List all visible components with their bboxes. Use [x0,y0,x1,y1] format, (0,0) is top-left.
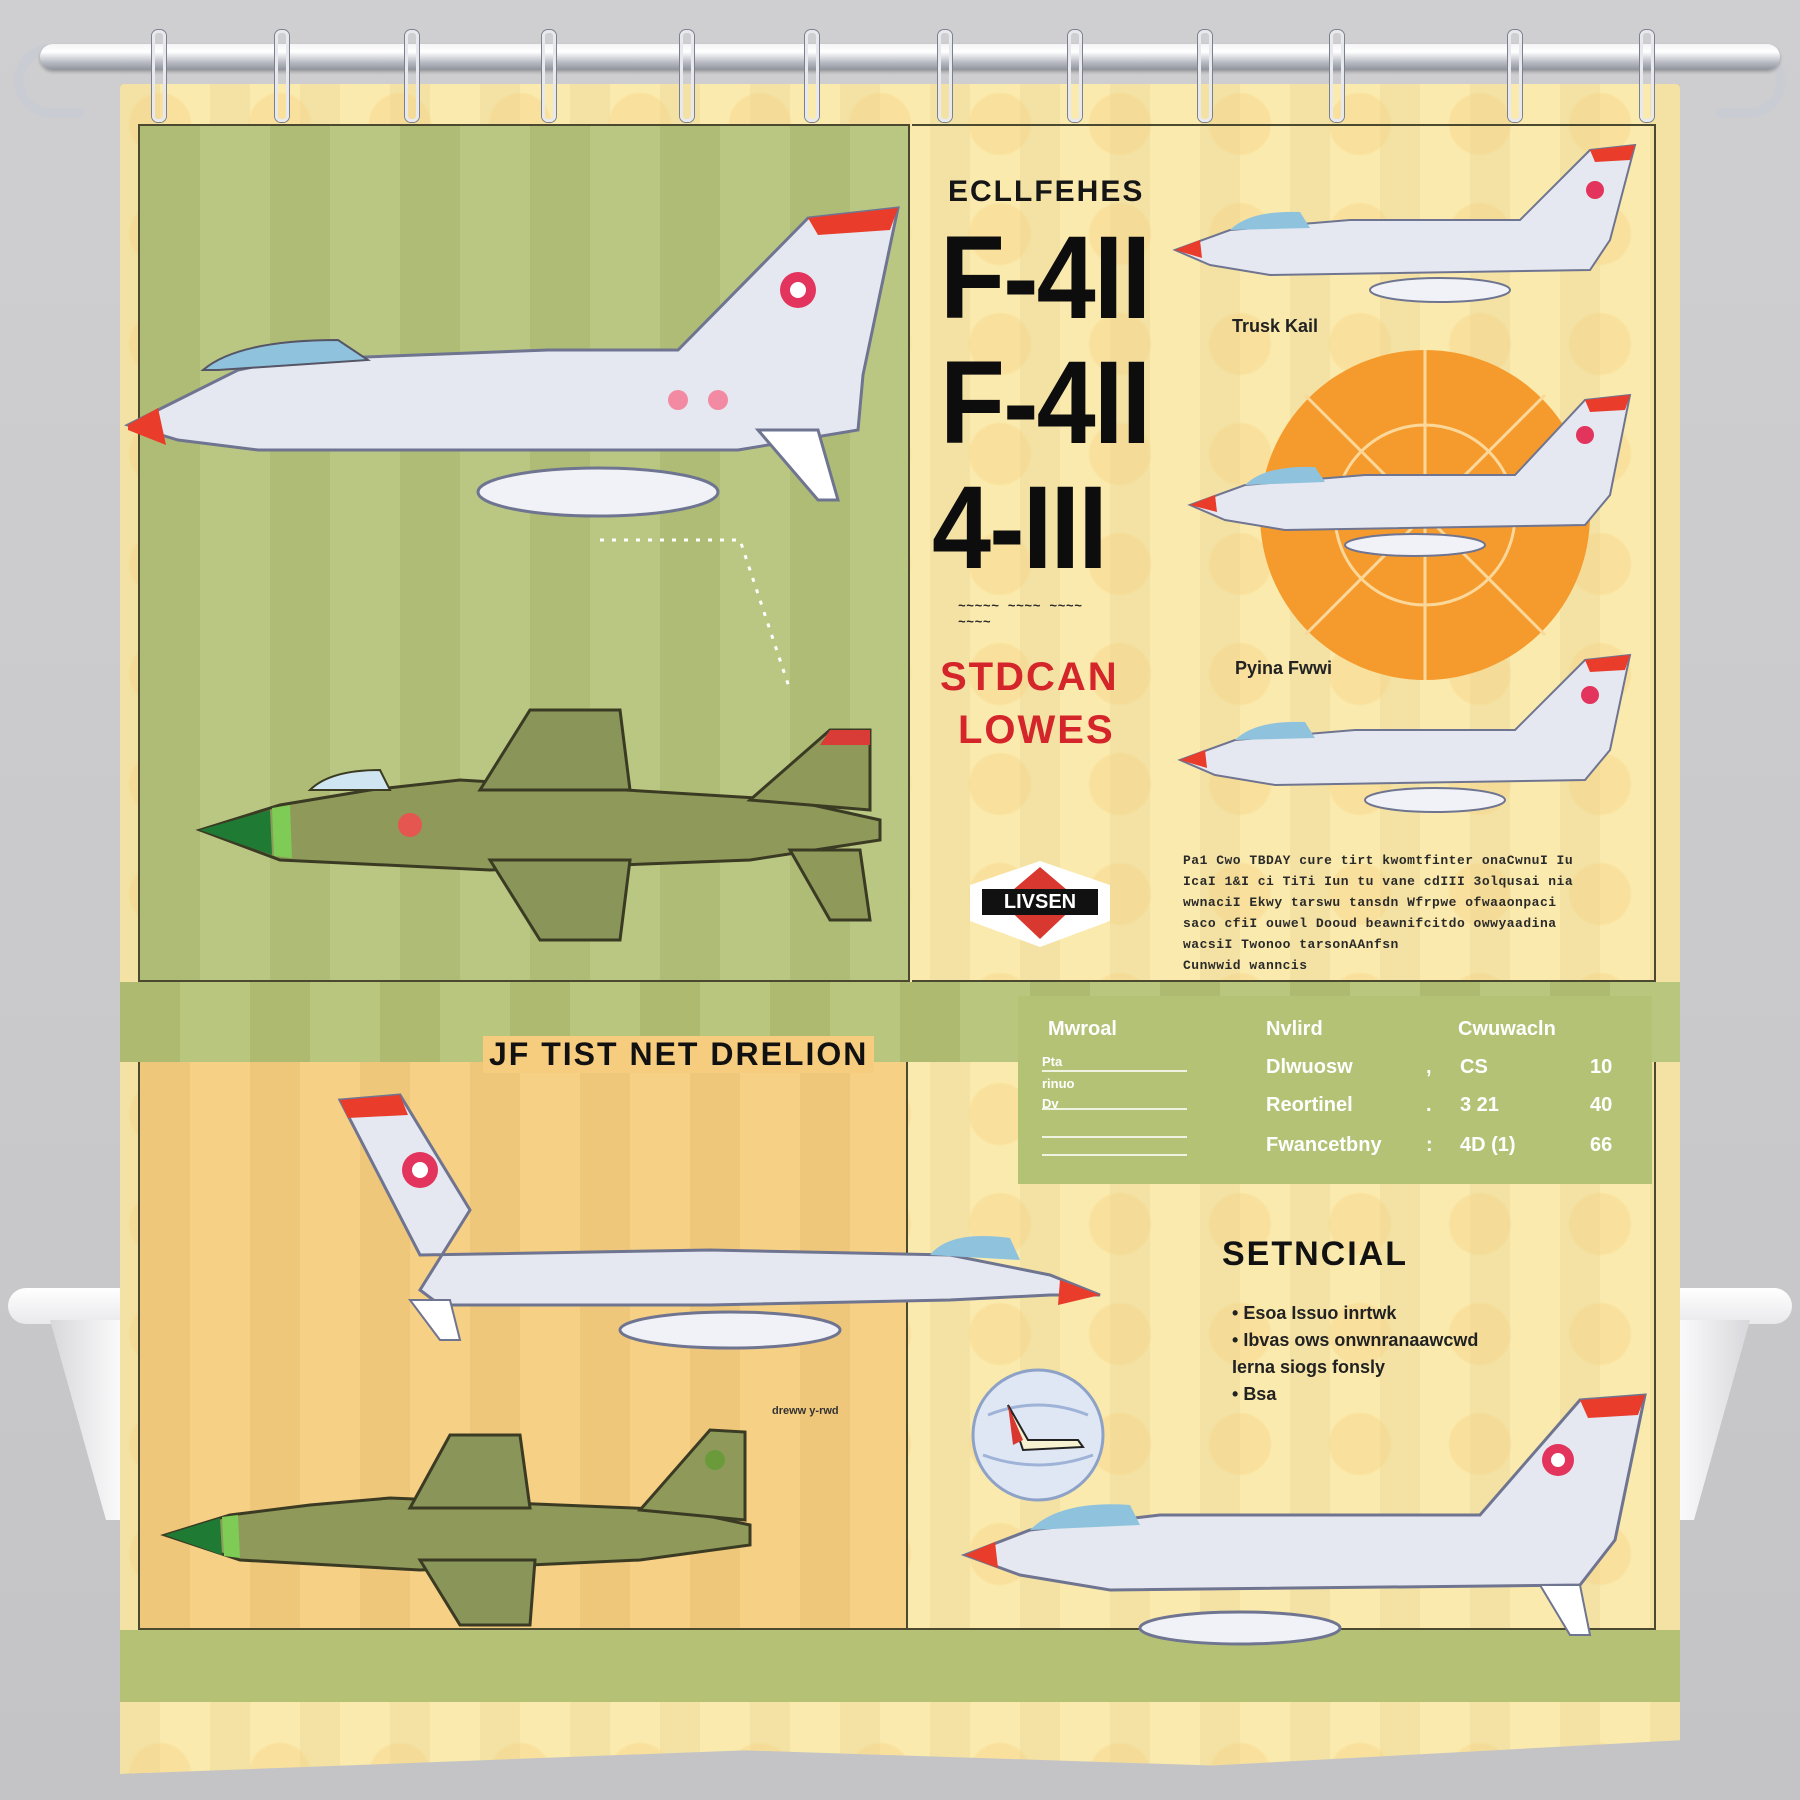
green-band-bottom [120,1630,1680,1702]
caption-top: Trusk Kail [1232,316,1319,336]
white-jet-large-icon [123,206,900,518]
paragraph-line: Pa1 Cwo TBDAY cure tirt kwomtfinter onaC… [1183,853,1574,868]
table-cell: CS [1460,1056,1488,1078]
curtain-ring [1508,30,1522,122]
paragraph-line: Cunwwid wanncis [1183,958,1308,973]
bullet-text: Bsa [1243,1384,1277,1404]
logo-text: LIVSEN [1003,891,1077,913]
table-cell: Dlwuosw [1266,1056,1353,1078]
panel-top-right [912,124,1656,982]
paragraph-line: saco cfiI ouwel Dooud beawnifcitdo owwya… [1183,916,1557,931]
curtain-ring [542,30,556,122]
poster-small-title: ECLLFEHES [948,175,1145,208]
table-cell: 40 [1590,1094,1613,1116]
poster-subtext-2: ~~~~ [958,615,992,630]
table-cell: . [1426,1094,1432,1116]
table-rule [1042,1070,1187,1072]
spec-table: Mwroal Nvlird Cwuwacln Pta rinuo Dv Dlwu… [1018,996,1652,1184]
diamond-badge-icon [970,861,1110,947]
brand-logo: LIVSEN [960,855,1120,951]
table-cell: Reortinel [1266,1094,1353,1116]
table-header: Mwroal [1048,1018,1117,1040]
table-cell: : [1426,1134,1433,1156]
white-jet-bottom-right-icon [960,1393,1647,1646]
curtain-ring [1330,30,1344,122]
bathtub-rim-left [8,1288,138,1324]
special-bullets: • Esoa Issuo inrtwk • Ibvas ows onwnrana… [1232,1300,1478,1408]
curtain-ring [275,30,289,122]
table-left-label: Dv [1042,1096,1059,1111]
curtain-ring [680,30,694,122]
caption-mid: Pyina Fwwi [1235,658,1333,678]
table-header: Cwuwacln [1458,1018,1556,1040]
bullet-text: Ibvas ows onwnranaawcwd Ierna siogs fons… [1232,1330,1479,1377]
table-cell: 4D (1) [1460,1134,1516,1156]
bullet-text: Esoa Issuo inrtwk [1243,1303,1397,1323]
green-jet-lower-icon [160,1428,752,1627]
poster-big-title-1: F-4II [940,212,1151,344]
paragraph-line: IcaI 1&I ci TiTi Iun tu vane cdIII 3olqu… [1183,874,1574,889]
shower-rod [40,44,1780,70]
white-jet-lower-icon [337,1093,1101,1350]
table-cell: 3 21 [1460,1094,1499,1116]
table-rule [1042,1108,1187,1110]
curtain-ring [405,30,419,122]
table-rule [1042,1136,1187,1138]
bullet-item: • Bsa [1232,1384,1277,1404]
red-title-line-1: STDCAN [940,655,1119,699]
white-jet-small-icon [1172,143,1637,303]
paragraph-line: wwnaciI Ekwy tarswu tansdn Wfrpwe ofwaao… [1183,895,1557,910]
curtain-ring [805,30,819,122]
table-left-label: Pta [1042,1054,1063,1069]
paragraph-line: wacsiI Twonoo tarsonAAnfsn [1183,937,1399,952]
dotted-guide-line [600,538,792,691]
bathtub-rim-right [1662,1288,1792,1324]
section-heading: JF TIST NET DRELION [483,1036,875,1073]
bathtub-side-right [1670,1320,1750,1520]
poster-big-title-3: 4-III [932,462,1108,594]
curtain-ring [1068,30,1082,122]
red-title-line-2: LOWES [958,708,1115,752]
table-rule [1042,1154,1187,1156]
poster-subtext-1: ~~~~~ ~~~~ ~~~~ [958,599,1083,614]
special-heading: SETNCIAL [1222,1235,1408,1273]
table-cell: Fwancetbny [1266,1134,1382,1156]
globe-emblem-icon [971,1368,1105,1502]
poster-paragraph: Pa1 Cwo TBDAY cure tirt kwomtfinter onaC… [1183,850,1623,976]
curtain-ring [1640,30,1654,122]
curtain-ring [938,30,952,122]
table-cell: , [1426,1056,1432,1078]
bullet-item: • Esoa Issuo inrtwk [1232,1303,1397,1323]
bathtub-side-left [50,1320,130,1520]
poster-big-title-2: F-4II [940,337,1151,469]
table-header: Nvlird [1266,1018,1323,1040]
bullet-item: • Ibvas ows onwnranaawcwd Ierna siogs fo… [1232,1330,1479,1377]
white-jet-radar-icon [1187,393,1632,557]
table-cell: 66 [1590,1134,1613,1156]
white-jet-mid-right-icon [1177,653,1632,813]
small-label: dreww y-rwd [772,1405,839,1417]
curtain-ring [1198,30,1212,122]
green-jet-icon [195,708,882,942]
table-cell: 10 [1590,1056,1613,1078]
table-left-label: rinuo [1042,1076,1075,1091]
curtain-ring [152,30,166,122]
